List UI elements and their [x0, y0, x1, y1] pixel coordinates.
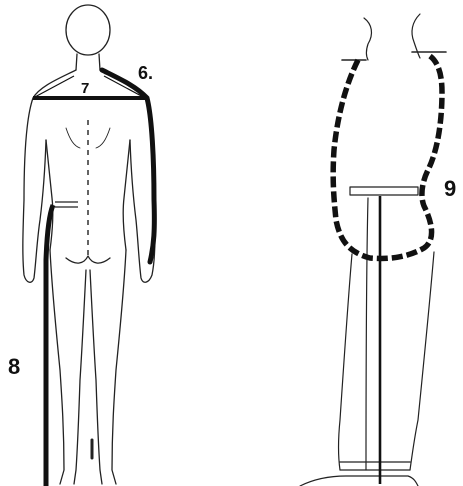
right-leg-outline	[112, 250, 126, 484]
waist-marks	[55, 202, 78, 207]
back-view-figure	[23, 5, 155, 484]
trouser-inner-left	[366, 198, 368, 470]
trouser-right-outline	[410, 252, 434, 470]
crotch-depth-measure	[333, 56, 442, 259]
label-shoulder-slope: 6.	[138, 63, 153, 83]
label-crotch-depth: 9	[444, 176, 456, 201]
head-outline	[66, 5, 110, 55]
label-shoulder-width: 7	[81, 80, 89, 97]
shoulder-blade-left	[66, 128, 80, 148]
buttocks-outline	[66, 256, 110, 263]
side-neck-left	[364, 18, 371, 60]
label-side-length: 8	[8, 354, 20, 379]
shoulder-width-guide-left	[33, 76, 74, 98]
waistband	[350, 187, 418, 195]
left-inner-leg	[74, 270, 86, 484]
right-torso-side	[123, 140, 130, 250]
foot-outline	[300, 476, 418, 486]
left-leg-outline	[50, 250, 64, 484]
trouser-hem	[340, 462, 410, 470]
shoulder-blade-right	[96, 128, 110, 148]
trouser-left-outline	[339, 254, 353, 470]
side-length-measure	[46, 205, 53, 486]
neck-outline	[76, 54, 100, 70]
